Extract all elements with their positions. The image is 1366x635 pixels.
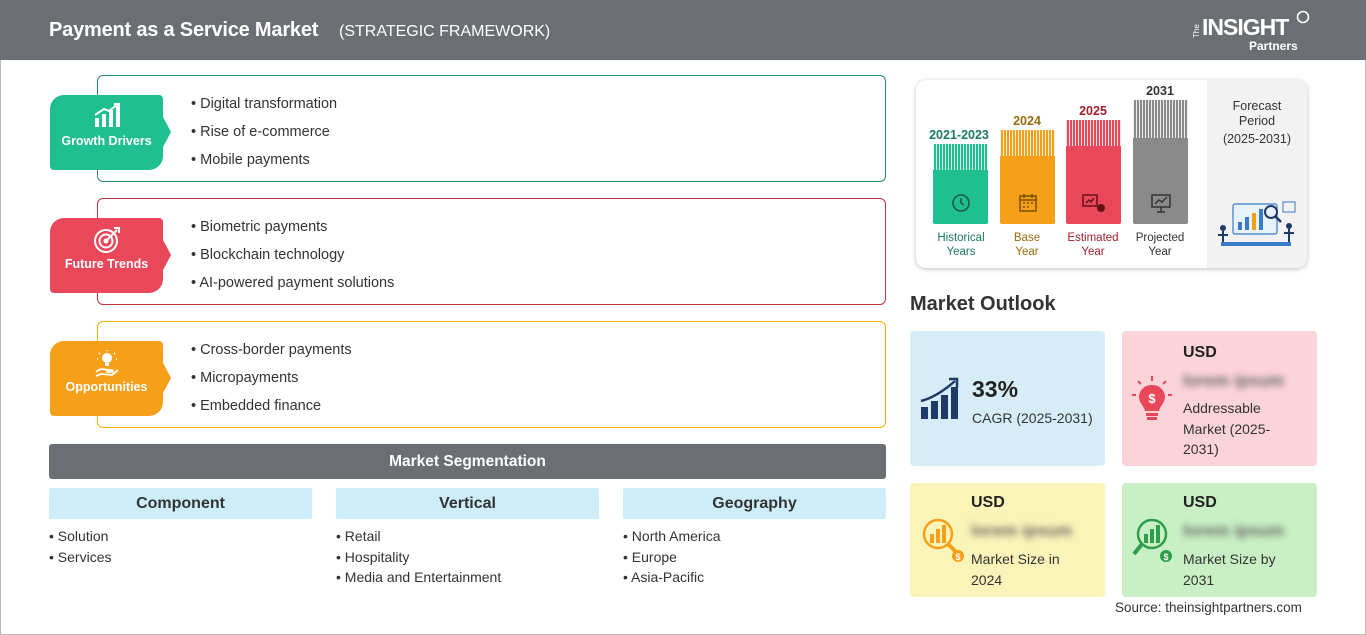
market-size-2024-label: Market Size in 2024 — [971, 551, 1060, 588]
svg-text:$: $ — [1163, 552, 1168, 562]
list-item: Retail — [336, 527, 599, 548]
segment-vertical: Vertical Retail Hospitality Media and En… — [336, 488, 599, 589]
list-item: Asia-Pacific — [623, 568, 886, 589]
growth-drivers-label: Growth Drivers — [61, 134, 152, 148]
logo-the: The — [1192, 24, 1201, 38]
calendar-icon — [1018, 194, 1037, 212]
list-item: Rise of e-commerce — [191, 123, 337, 151]
addressable-label: Addressable Market (2025- 2031) — [1183, 400, 1271, 457]
logo-insight: INSIGHT — [1202, 14, 1289, 40]
forecast-line-1: Forecast — [1232, 99, 1282, 113]
list-item: Embedded finance — [191, 397, 352, 425]
header-bar: Payment as a Service Market (STRATEGIC F… — [0, 0, 1366, 60]
history-icon — [951, 194, 970, 212]
opportunities-label: Opportunities — [65, 380, 148, 394]
logo-swoosh-icon — [1296, 10, 1310, 24]
list-item: Biometric payments — [191, 218, 394, 246]
future-trends-box: Biometric payments Blockchain technology… — [97, 198, 886, 305]
market-size-2031-card: $ USD lorem ipsum Market Size by 2031 — [1122, 483, 1317, 597]
addressable-usd: USD — [1183, 344, 1217, 361]
list-item: Solution — [49, 527, 312, 548]
timeline-bar-historical — [933, 144, 988, 224]
market-size-2024-value: lorem ipsum — [971, 521, 1073, 540]
timeline-year-projected: 2031 — [1146, 84, 1174, 98]
list-item: North America — [623, 527, 886, 548]
logo-partners: Partners — [1249, 39, 1298, 53]
future-trends-list: Biometric payments Blockchain technology… — [191, 218, 394, 302]
market-size-2031-value: lorem ipsum — [1183, 521, 1285, 540]
forecast-line-2: Period — [1238, 114, 1276, 128]
timeline-year-historical: 2021-2023 — [929, 128, 989, 142]
segment-heading: Component — [49, 488, 312, 519]
list-item: Europe — [623, 548, 886, 569]
growth-drivers-box: Digital transformation Rise of e-commerc… — [97, 75, 886, 182]
opportunities-list: Cross-border payments Micropayments Embe… — [191, 341, 352, 425]
market-analysis-icon: $ — [922, 518, 964, 562]
estimate-icon — [1081, 194, 1105, 212]
list-item: Services — [49, 548, 312, 569]
insight-partners-logo[interactable]: The INSIGHT Partners — [1192, 10, 1312, 54]
analyst-illustration-icon — [1218, 201, 1296, 246]
segment-component: Component Solution Services — [49, 488, 312, 568]
growth-chart-icon — [93, 103, 120, 127]
source-citation[interactable]: Source: theinsightpartners.com — [1115, 600, 1302, 615]
timeline-year-estimated: 2025 — [1079, 104, 1107, 118]
market-size-2024-card: $ USD lorem ipsum Market Size in 2024 — [910, 483, 1105, 597]
list-item: Digital transformation — [191, 95, 337, 123]
market-size-2024-usd: USD — [971, 494, 1005, 511]
list-item: Micropayments — [191, 369, 352, 397]
list-item: Mobile payments — [191, 151, 337, 179]
timeline-bar-base — [1000, 130, 1055, 224]
svg-text:$: $ — [1148, 391, 1156, 406]
list-item: Hospitality — [336, 548, 599, 569]
segment-geography: Geography North America Europe Asia-Paci… — [623, 488, 886, 589]
forecast-line-3: (2025-2031) — [1222, 132, 1292, 146]
segment-heading: Vertical — [336, 488, 599, 519]
list-item: Media and Entertainment — [336, 568, 599, 589]
lightbulb-hand-icon — [94, 350, 119, 377]
list-item: Blockchain technology — [191, 246, 394, 274]
future-trends-badge: Future Trends — [50, 218, 171, 293]
segment-heading: Geography — [623, 488, 886, 519]
growth-drivers-badge: Growth Drivers — [50, 95, 171, 170]
future-trends-label: Future Trends — [64, 257, 149, 271]
forecast-period-panel: Forecast Period (2025-2031) — [1207, 80, 1307, 268]
list-item: AI-powered payment solutions — [191, 274, 394, 302]
page-subtitle: (STRATEGIC FRAMEWORK) — [339, 23, 551, 40]
target-icon — [93, 227, 120, 253]
addressable-value: lorem ipsum — [1183, 371, 1285, 390]
addressable-market-card: $ USD lorem ipsum Addressable Market (20… — [1122, 331, 1317, 466]
growth-drivers-list: Digital transformation Rise of e-commerc… — [191, 95, 337, 179]
timeline-bar-projected — [1133, 100, 1188, 224]
list-item: Cross-border payments — [191, 341, 352, 369]
market-outlook-title: Market Outlook — [910, 293, 1056, 315]
cagr-label: CAGR (2025-2031) — [972, 410, 1093, 426]
projection-icon — [1150, 194, 1171, 213]
svg-text:$: $ — [955, 552, 960, 562]
opportunities-badge: Opportunities — [50, 341, 171, 416]
cagr-value: 33% — [972, 376, 1019, 402]
cagr-card: 33% CAGR (2025-2031) — [910, 331, 1105, 466]
market-segmentation-header: Market Segmentation — [49, 444, 886, 479]
market-size-2031-label: Market Size by 2031 — [1183, 551, 1276, 588]
money-lightbulb-icon: $ — [1132, 376, 1172, 420]
growth-bars-icon — [920, 377, 959, 419]
market-forecast-icon: $ — [1132, 518, 1172, 562]
page-title: Payment as a Service Market — [49, 19, 319, 41]
timeline-year-base: 2024 — [1013, 114, 1041, 128]
market-size-2031-usd: USD — [1183, 494, 1217, 511]
opportunities-box: Cross-border payments Micropayments Embe… — [97, 321, 886, 428]
timeline-bar-estimated — [1066, 120, 1121, 224]
